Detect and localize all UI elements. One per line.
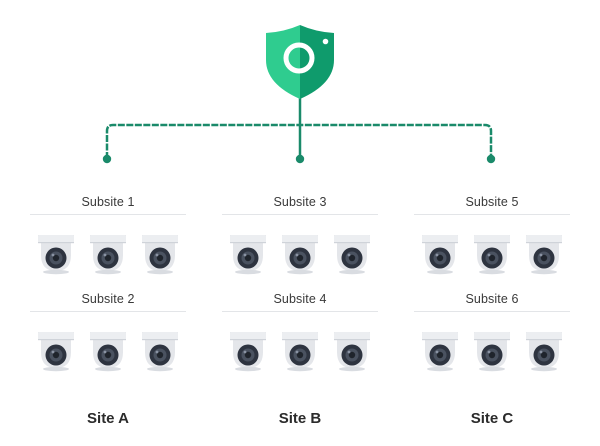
security-camera-icon	[88, 231, 128, 277]
security-camera-icon	[420, 328, 460, 374]
camera-row	[30, 231, 186, 277]
security-camera-icon	[36, 328, 76, 374]
security-camera-icon	[140, 231, 180, 277]
site-label: Site B	[278, 410, 322, 427]
subsite-label: Subsite 4	[273, 292, 327, 306]
security-camera-icon	[420, 231, 460, 277]
subsite-divider	[30, 214, 186, 215]
security-camera-icon	[332, 328, 372, 374]
subsite-divider	[30, 311, 186, 312]
site-a-node	[102, 154, 112, 164]
camera-row	[414, 231, 570, 277]
camera-row	[222, 328, 378, 374]
site-c-node	[486, 154, 496, 164]
site-label: Site A	[87, 410, 129, 427]
security-camera-icon	[36, 231, 76, 277]
subsite-label: Subsite 1	[81, 195, 135, 209]
shield-dot	[322, 38, 329, 45]
subsite-divider	[414, 311, 570, 312]
security-camera-icon	[228, 328, 268, 374]
camera-row	[414, 328, 570, 374]
shield-icon	[266, 25, 334, 99]
security-camera-icon	[332, 231, 372, 277]
security-camera-icon	[140, 328, 180, 374]
security-camera-icon	[88, 328, 128, 374]
subsite-label: Subsite 5	[465, 195, 519, 209]
subsite-label: Subsite 2	[81, 292, 135, 306]
shield-ring	[283, 42, 315, 74]
subsite-label: Subsite 3	[273, 195, 327, 209]
security-camera-icon	[472, 231, 512, 277]
security-camera-icon	[228, 231, 268, 277]
security-camera-icon	[280, 231, 320, 277]
security-camera-icon	[524, 328, 564, 374]
camera-row	[222, 231, 378, 277]
subsite-divider	[222, 214, 378, 215]
subsite-label: Subsite 6	[465, 292, 519, 306]
site-b-node	[295, 154, 305, 164]
site-label: Site C	[470, 410, 514, 427]
security-camera-icon	[524, 231, 564, 277]
security-camera-icon	[280, 328, 320, 374]
camera-row	[30, 328, 186, 374]
subsite-divider	[222, 311, 378, 312]
subsite-divider	[414, 214, 570, 215]
security-camera-icon	[472, 328, 512, 374]
